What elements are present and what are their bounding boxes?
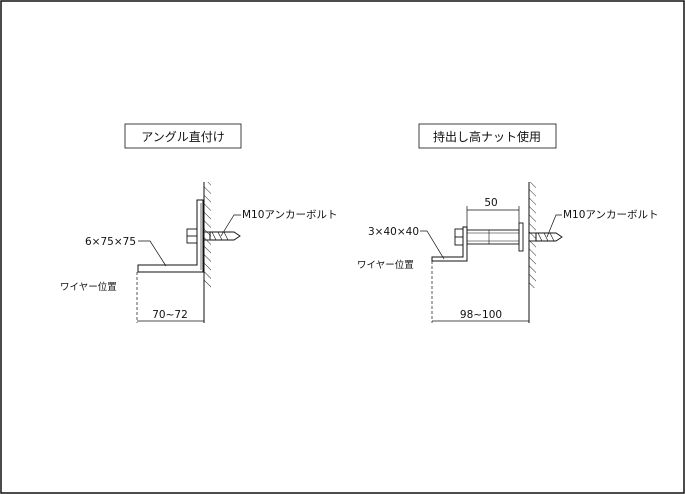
left-angle-leader [138,240,167,267]
right-anchor-leader [546,214,562,238]
left-wall [203,182,211,323]
right-high-nut [454,222,524,252]
right-dimension-top [466,206,520,230]
right-angle-bracket [431,226,468,262]
left-dimension-value: 70~72 [152,309,188,321]
right-wire-label: ワイヤー位置 [357,259,414,271]
left-angle-bracket [137,199,204,273]
right-anchor-bolt [528,232,563,242]
right-detail: 持出し高ナット使用 [357,123,659,323]
right-anchor-label: M10アンカーボルト [563,209,659,221]
left-wire-label: ワイヤー位置 [60,281,117,293]
right-angle-label: 3×40×40 [368,226,419,238]
right-angle-leader [420,230,445,260]
left-anchor-label: M10アンカーボルト [242,209,338,221]
left-title-box [124,123,242,149]
left-anchor-bolt [186,228,241,244]
right-dimension-top-value: 50 [484,197,497,209]
left-detail: アングル直付け M10アンカーボルト 6×75×75 ワイヤー位置 [60,123,338,323]
right-dimension-value: 98~100 [460,309,502,321]
left-angle-label: 6×75×75 [85,236,136,248]
right-title-box [418,123,557,149]
left-anchor-leader [220,214,241,237]
right-wall [528,182,536,323]
right-title: 持出し高ナット使用 [433,129,541,144]
left-title: アングル直付け [141,130,225,144]
